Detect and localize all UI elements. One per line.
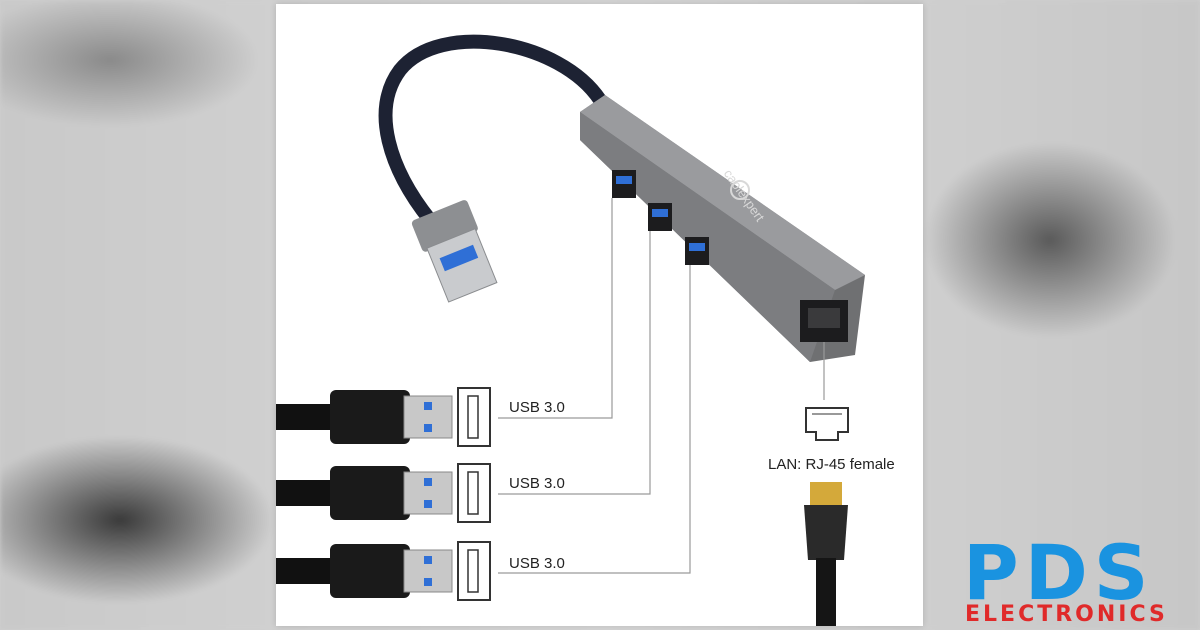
watermark-sub: ELECTRONICS — [965, 603, 1168, 627]
watermark-main: PDS — [963, 535, 1155, 611]
rj45-port-icon — [806, 408, 848, 440]
usb-cable-1 — [276, 388, 490, 446]
pds-electronics-watermark: PDS ELECTRONICS — [955, 535, 1200, 630]
usb-cable — [386, 42, 600, 220]
usb-port-label-1: USB 3.0 — [509, 399, 565, 416]
usb-cable-3 — [276, 542, 490, 600]
ethernet-cable — [804, 482, 848, 626]
usb-cable-2 — [276, 464, 490, 522]
usb-cable-illustrations — [276, 388, 490, 600]
lan-port-label: LAN: RJ-45 female — [768, 456, 895, 473]
usb-port-label-3: USB 3.0 — [509, 555, 565, 572]
usb-hub-body — [580, 95, 865, 362]
usb-port-label-2: USB 3.0 — [509, 475, 565, 492]
